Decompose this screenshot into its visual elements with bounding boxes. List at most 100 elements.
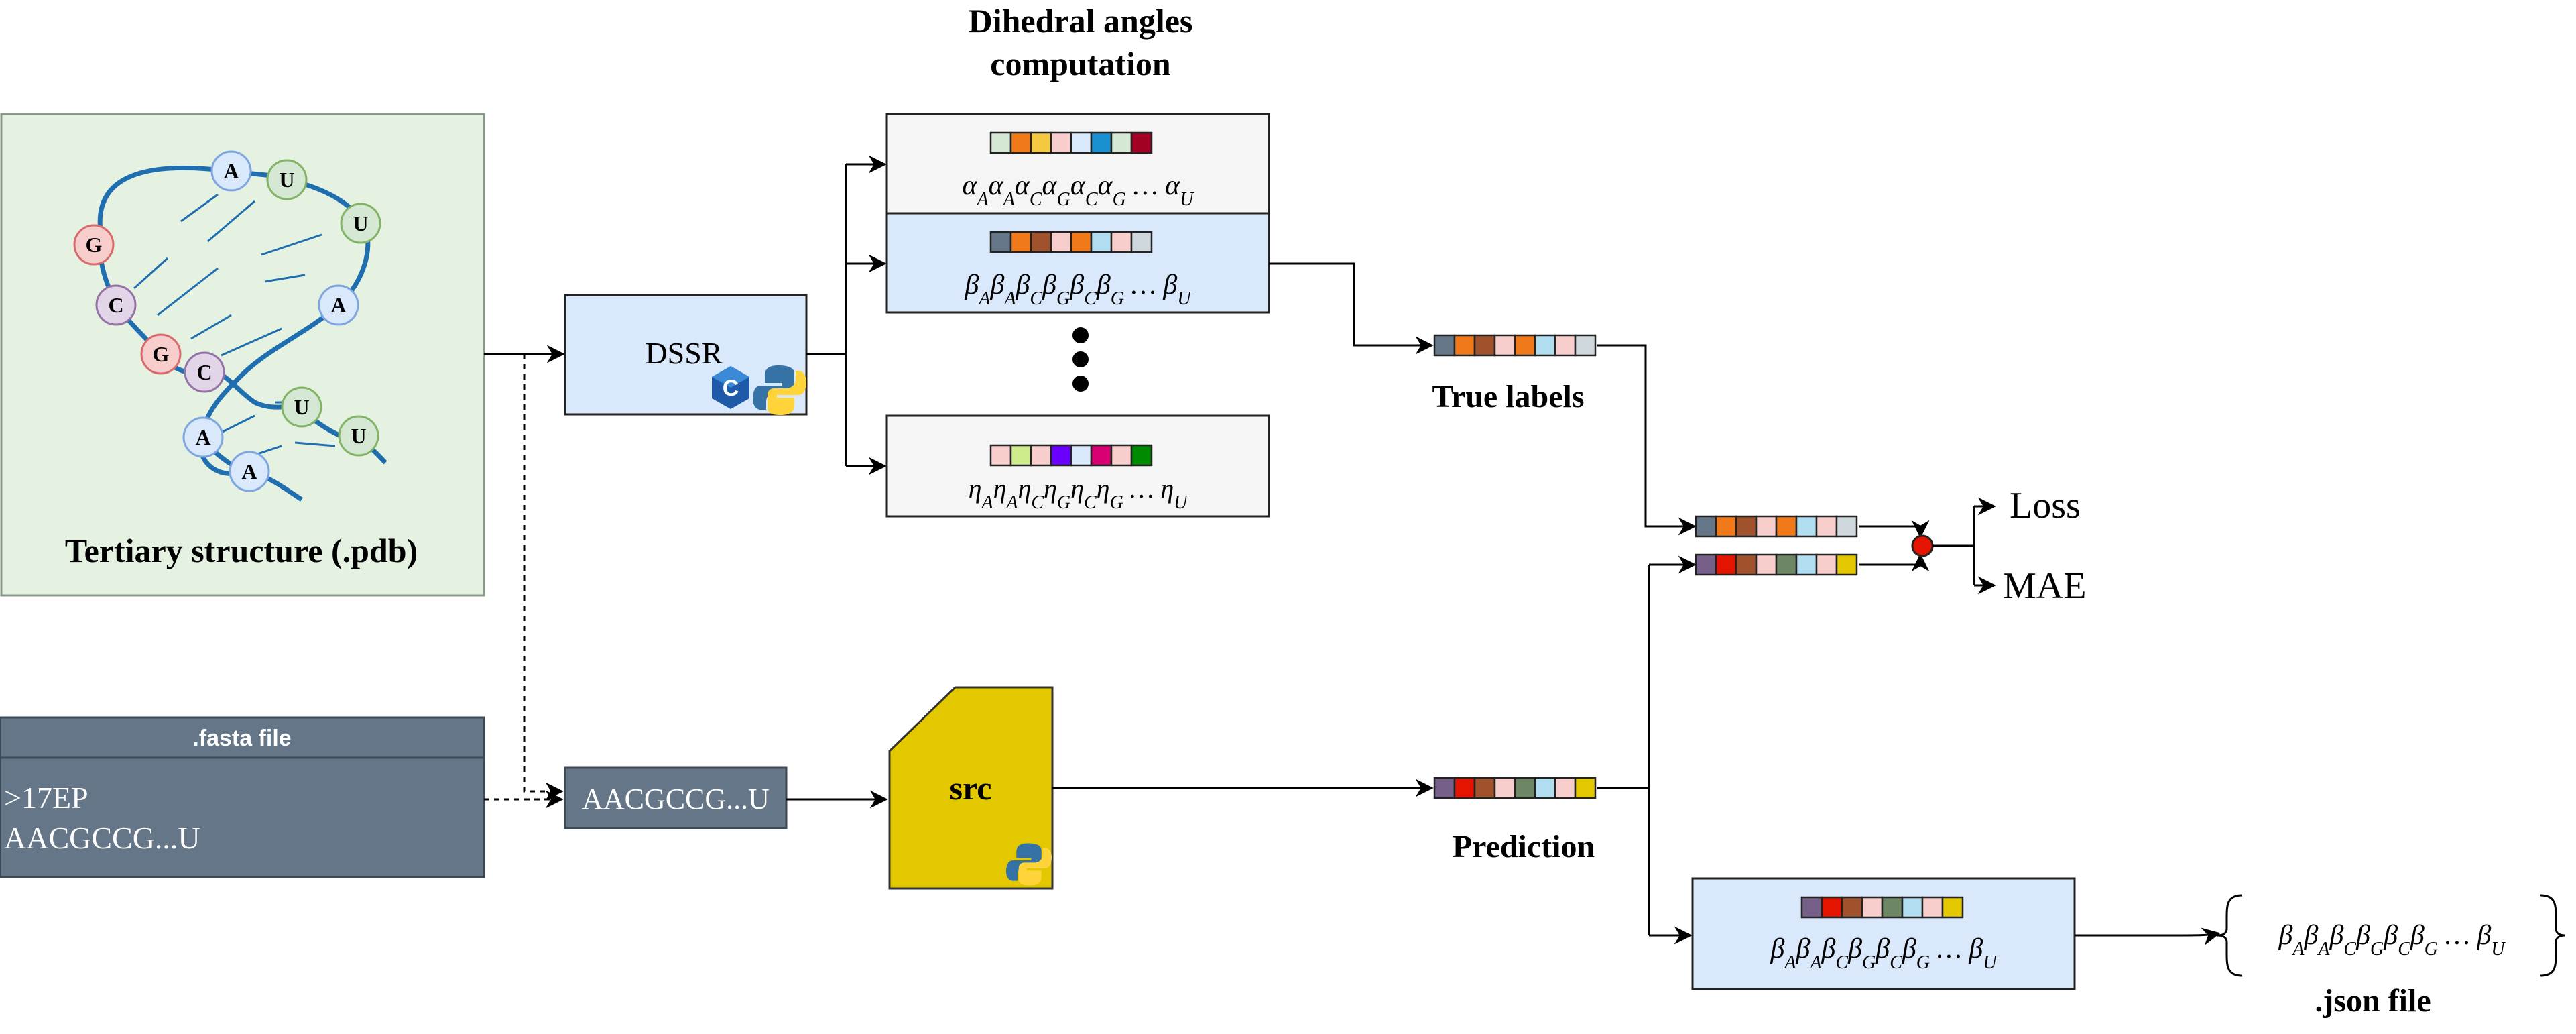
true-labels-strip-cell [1514,334,1536,357]
compare-pred-strip-cell [1695,553,1717,576]
compare-pred-strip-cell [1775,553,1798,576]
output-strip-cell [1861,896,1884,919]
output-seq-symbol: … [1930,933,1969,964]
beta-strip-cell [1070,231,1093,253]
dssr-label: DSSR [645,336,722,370]
output-strip-cell [1800,896,1823,919]
svg-text:A: A [241,459,257,483]
alpha-seq-symbol: α [1070,170,1086,201]
compare-pred-strip-cell [1735,553,1758,576]
eta-strip-cell [1130,444,1153,467]
svg-text:U: U [351,424,366,448]
alpha-color-strip [989,131,1153,154]
loss-label: Loss [2010,485,2081,526]
alpha-seq-symbol: α [1042,170,1058,201]
prediction-caption: Prediction [1453,829,1595,864]
output-seq-subscript: G [1916,952,1930,973]
eta-seq-symbol: η [1018,473,1032,504]
output-seq-symbol: β [1821,933,1836,964]
compare-true-strip-cell [1735,515,1758,538]
beta-seq-symbol: β [1016,270,1030,300]
svg-text:A: A [195,425,210,449]
compare-pred-strip-cell [1795,553,1818,576]
eta-seq-subscript: A [1005,492,1018,513]
tertiary-structure-panel: A U U G A C G C U U A A Tertiary structu… [0,113,485,597]
json-seq-subscript: G [2370,939,2384,960]
json-seq-subscript: C [2343,939,2356,960]
src-python-icon [1006,843,1052,886]
vertical-ellipsis-icon [1072,327,1089,392]
output-seq-symbol: β [1902,933,1916,964]
beta-seq-symbol: β [964,270,979,300]
output-seq-subscript: C [1835,952,1848,973]
nucleotide-C2: C [184,351,225,393]
eta-seq-symbol: η [1044,473,1057,504]
svg-text:U: U [294,395,309,419]
dssr-box: DSSR C [564,294,808,416]
output-color-strip [1800,896,1964,919]
beta-seq-subscript: A [977,288,991,309]
svg-text:C: C [723,376,739,401]
alpha-box: αAαAαCαGαCαG … αU [885,113,1270,215]
prediction-strip-cell [1473,777,1496,799]
output-seq-symbol: β [1795,933,1810,964]
prediction-strip-cell [1574,777,1597,799]
eta-seq-symbol: η [969,473,982,504]
alpha-seq-subscript: G [1113,189,1126,210]
beta-seq-symbol: β [1096,270,1111,300]
python-icon [753,365,806,415]
output-strip-cell [1921,896,1944,919]
output-strip-cell [1941,896,1964,919]
beta-strip-cell [1110,231,1133,253]
beta-seq-symbol: β [1069,270,1084,300]
beta-seq-subscript: U [1177,288,1192,309]
json-seq-subscript: G [2425,939,2438,960]
sequence-label: AACGCCG...U [582,783,770,815]
eta-seq-symbol: … [1123,473,1161,504]
output-seq-subscript: A [1783,952,1796,973]
alpha-seq-symbol: α [989,170,1004,201]
output-strip-cell [1821,896,1843,919]
alpha-seq-symbol: … [1126,170,1165,201]
alpha-seq-subscript: C [1030,189,1042,210]
alpha-seq-symbol: α [1015,170,1030,201]
output-strip-cell [1901,896,1924,919]
json-seq-symbol: … [2438,920,2477,951]
beta-seq-subscript: G [1111,288,1124,309]
eta-seq-symbol: η [1097,473,1110,504]
alpha-strip-cell [989,131,1012,154]
json-file-caption: .json file [2315,983,2431,1019]
svg-text:A: A [223,159,239,183]
output-seq-subscript: G [1862,952,1876,973]
compare-pred-strip-cell [1715,553,1737,576]
beta-strip-cell [1130,231,1153,253]
nucleotide-A3: A [182,416,224,458]
svg-text:U: U [279,168,294,192]
true-labels-caption: True labels [1432,379,1584,414]
output-seq-subscript: U [1983,952,1998,973]
nucleotide-A2: A [318,284,359,326]
json-seq-symbol: β [2355,920,2370,951]
json-seq-subscript: C [2398,939,2410,960]
beta-box: βAβAβCβGβCβG … βU [885,212,1270,314]
compare-pred-strip-cell [1815,553,1838,576]
beta-seq-subscript: C [1084,288,1097,309]
eta-seq-subscript: U [1174,492,1188,513]
nucleotide-C1: C [95,284,137,326]
svg-text:G: G [153,342,170,366]
true-labels-strip-cell [1554,334,1577,357]
eta-seq-symbol: η [993,473,1007,504]
title-line-1: Dihedral angles [969,2,1193,40]
alpha-strip-cell [1130,131,1153,154]
alpha-seq-symbol: α [1098,170,1113,201]
output-seq-symbol: β [1770,933,1784,964]
json-seq-subscript: U [2491,939,2506,960]
alpha-seq-subscript: U [1180,189,1194,210]
nucleotide-A1: A [210,150,252,192]
eta-seq-subscript: G [1110,492,1123,513]
src-label: src [950,769,992,807]
svg-text:C: C [196,360,212,384]
beta-strip-cell [989,231,1012,253]
alpha-strip-cell [1050,131,1072,154]
true-labels-strip-cell [1534,334,1556,357]
